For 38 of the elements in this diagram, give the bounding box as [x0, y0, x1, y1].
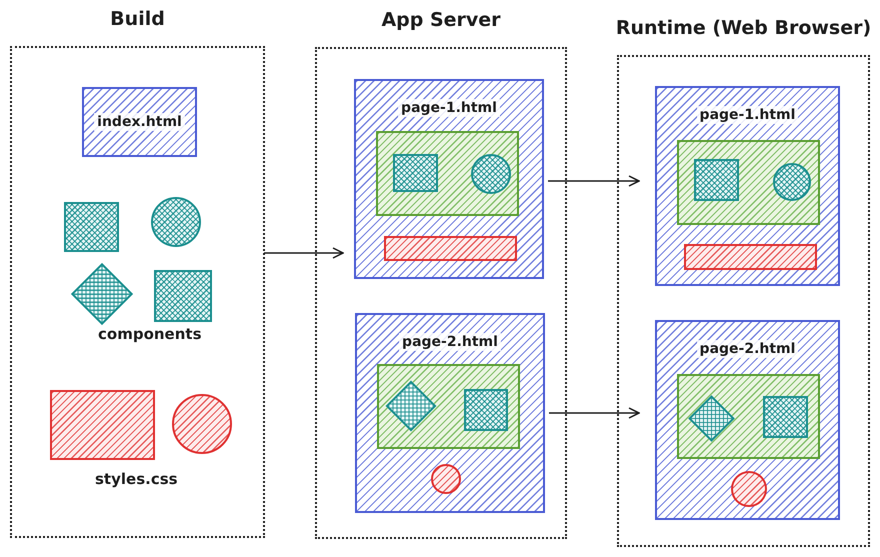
square-component: [763, 396, 808, 438]
circle-component: [471, 154, 511, 194]
diamond-component: [386, 380, 436, 432]
style-circle: [731, 471, 767, 507]
square-component: [154, 270, 212, 322]
circle-component: [151, 197, 201, 247]
arrow: [549, 407, 640, 419]
group-title: Runtime (Web Browser): [616, 17, 872, 39]
group-title: App Server: [381, 9, 501, 31]
file-name: page-1.html: [398, 99, 500, 117]
component-container: [377, 364, 520, 449]
square-component: [464, 389, 508, 431]
html-file-box: [655, 320, 840, 520]
html-file-box: [355, 313, 545, 513]
style-bar: [384, 236, 517, 261]
file-name: page-2.html: [696, 340, 798, 358]
file-name: page-2.html: [399, 333, 501, 351]
square-component: [64, 202, 119, 252]
square-component: [393, 154, 438, 192]
html-file-box: [655, 86, 840, 286]
caption: styles.css: [95, 470, 178, 488]
component-container: [677, 374, 820, 459]
style-bar: [684, 244, 817, 270]
component-container: [677, 140, 820, 225]
circle-component: [773, 163, 811, 201]
caption: components: [98, 325, 202, 343]
square-component: [694, 159, 739, 201]
arrow: [548, 175, 640, 187]
style-block: [50, 390, 155, 460]
diamond-component: [688, 395, 735, 442]
group-title: Build: [110, 8, 165, 30]
file-name: page-1.html: [696, 106, 798, 124]
component-container: [376, 131, 519, 216]
style-circle: [431, 464, 461, 494]
html-file-box: [82, 87, 197, 157]
html-file-box: [354, 79, 544, 279]
file-name: index.html: [94, 113, 185, 131]
arrow: [264, 247, 344, 259]
